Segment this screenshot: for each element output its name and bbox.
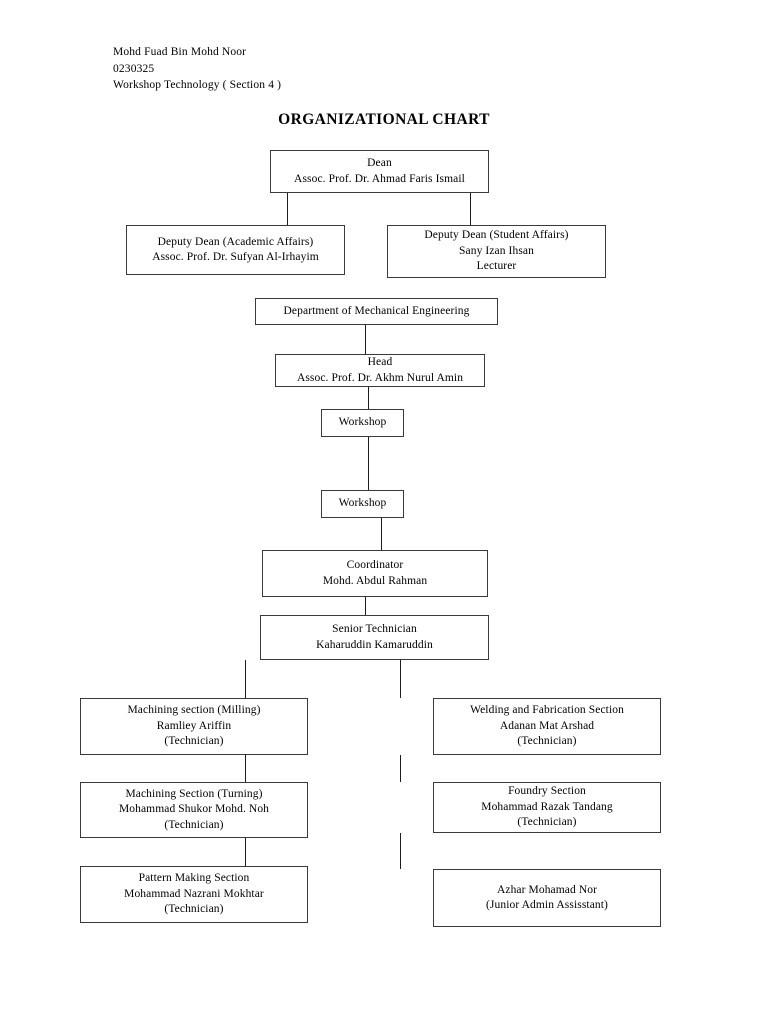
connector-senior-technician-to-welding — [400, 660, 401, 698]
node-machining-turning-line-1: Machining Section (Turning) — [125, 787, 263, 800]
node-deputy-dean-student-line-3: Lecturer — [476, 260, 517, 273]
node-department[interactable]: Department of Mechanical Engineering — [255, 298, 498, 325]
node-workshop-1[interactable]: Workshop — [321, 409, 404, 437]
node-foundry-line-3: (Technician) — [517, 816, 577, 829]
node-foundry-line-1: Foundry Section — [508, 785, 586, 798]
node-dean-line-2: Assoc. Prof. Dr. Ahmad Faris Ismail — [294, 172, 465, 185]
connector-coordinator-to-senior-technician — [365, 597, 366, 615]
connector-machining-milling-to-turning — [245, 755, 246, 782]
node-senior-technician-line-1: Senior Technician — [332, 623, 417, 635]
node-junior-admin-line-2: (Junior Admin Assisstant) — [486, 899, 608, 911]
connector-department-to-head — [365, 325, 366, 354]
connector-dean-to-deputy-academic — [287, 193, 288, 225]
node-junior-admin[interactable]: Azhar Mohamad Nor (Junior Admin Assissta… — [433, 869, 661, 927]
connector-dean-to-deputy-student — [470, 193, 471, 225]
matric-number: 0230325 — [113, 62, 155, 75]
node-dean[interactable]: Dean Assoc. Prof. Dr. Ahmad Faris Ismail — [270, 150, 489, 193]
node-deputy-dean-academic[interactable]: Deputy Dean (Academic Affairs) Assoc. Pr… — [126, 225, 345, 275]
node-pattern-making-line-3: (Technician) — [164, 903, 224, 916]
connector-machining-turning-to-pattern-making — [245, 838, 246, 866]
node-foundry[interactable]: Foundry Section Mohammad Razak Tandang (… — [433, 782, 661, 833]
node-head-line-2: Assoc. Prof. Dr. Akhm Nurul Amin — [296, 371, 464, 384]
student-name: Mohd Fuad Bin Mohd Noor — [113, 46, 247, 58]
node-machining-milling[interactable]: Machining section (Milling) Ramliey Arif… — [80, 698, 308, 755]
node-welding-fabrication-line-2: Adanan Mat Arshad — [499, 719, 595, 732]
student-info-block: Mohd Fuad Bin Mohd Noor 0230325 Workshop… — [113, 44, 281, 94]
node-junior-admin-line-1: Azhar Mohamad Nor — [496, 883, 598, 896]
node-senior-technician[interactable]: Senior Technician Kaharuddin Kamaruddin — [260, 615, 489, 660]
node-coordinator-line-2: Mohd. Abdul Rahman — [322, 574, 428, 587]
node-machining-turning-line-2: Mohammad Shukor Mohd. Noh — [118, 803, 270, 816]
connector-head-to-workshop-1 — [368, 387, 369, 409]
node-welding-fabrication[interactable]: Welding and Fabrication Section Adanan M… — [433, 698, 661, 755]
node-coordinator[interactable]: Coordinator Mohd. Abdul Rahman — [262, 550, 488, 597]
node-head[interactable]: Head Assoc. Prof. Dr. Akhm Nurul Amin — [275, 354, 485, 387]
node-welding-fabrication-line-3: (Technician) — [517, 735, 577, 748]
node-pattern-making[interactable]: Pattern Making Section Mohammad Nazrani … — [80, 866, 308, 923]
node-machining-milling-line-3: (Technician) — [164, 735, 224, 748]
node-coordinator-line-1: Coordinator — [346, 559, 404, 571]
connector-workshop-2-to-coordinator — [381, 518, 382, 550]
node-deputy-dean-student-line-1: Deputy Dean (Student Affairs) — [424, 229, 569, 242]
node-welding-fabrication-line-1: Welding and Fabrication Section — [470, 704, 624, 717]
connector-welding-to-foundry — [400, 755, 401, 782]
node-pattern-making-line-2: Mohammad Nazrani Mokhtar — [124, 887, 264, 900]
connector-workshop-1-to-workshop-2 — [368, 437, 369, 490]
node-head-line-1: Head — [367, 356, 393, 368]
node-senior-technician-line-2: Kaharuddin Kamaruddin — [316, 638, 433, 651]
node-workshop-2-line-1: Workshop — [338, 497, 387, 510]
node-deputy-dean-student-line-2: Sany Izan Ihsan — [459, 244, 534, 257]
node-deputy-dean-academic-line-1: Deputy Dean (Academic Affairs) — [157, 235, 314, 248]
node-machining-turning[interactable]: Machining Section (Turning) Mohammad Shu… — [80, 782, 308, 838]
node-deputy-dean-academic-line-2: Assoc. Prof. Dr. Sufyan Al-Irhayim — [152, 251, 319, 263]
node-workshop-1-line-1: Workshop — [338, 416, 387, 429]
course-section: Workshop Technology ( Section 4 ) — [113, 79, 282, 91]
node-foundry-line-2: Mohammad Razak Tandang — [481, 800, 613, 813]
node-machining-milling-line-2: Ramliey Ariffin — [156, 719, 232, 732]
connector-foundry-to-junior-admin — [400, 833, 401, 869]
node-machining-turning-line-3: (Technician) — [164, 818, 224, 831]
page-title: ORGANIZATIONAL CHART — [278, 111, 490, 128]
node-department-line-1: Department of Mechanical Engineering — [283, 304, 470, 317]
node-dean-line-1: Dean — [367, 157, 392, 169]
node-deputy-dean-student[interactable]: Deputy Dean (Student Affairs) Sany Izan … — [387, 225, 606, 278]
node-machining-milling-line-1: Machining section (Milling) — [127, 704, 261, 717]
node-pattern-making-line-1: Pattern Making Section — [138, 872, 250, 885]
node-workshop-2[interactable]: Workshop — [321, 490, 404, 518]
connector-senior-technician-to-machining-milling — [245, 660, 246, 698]
